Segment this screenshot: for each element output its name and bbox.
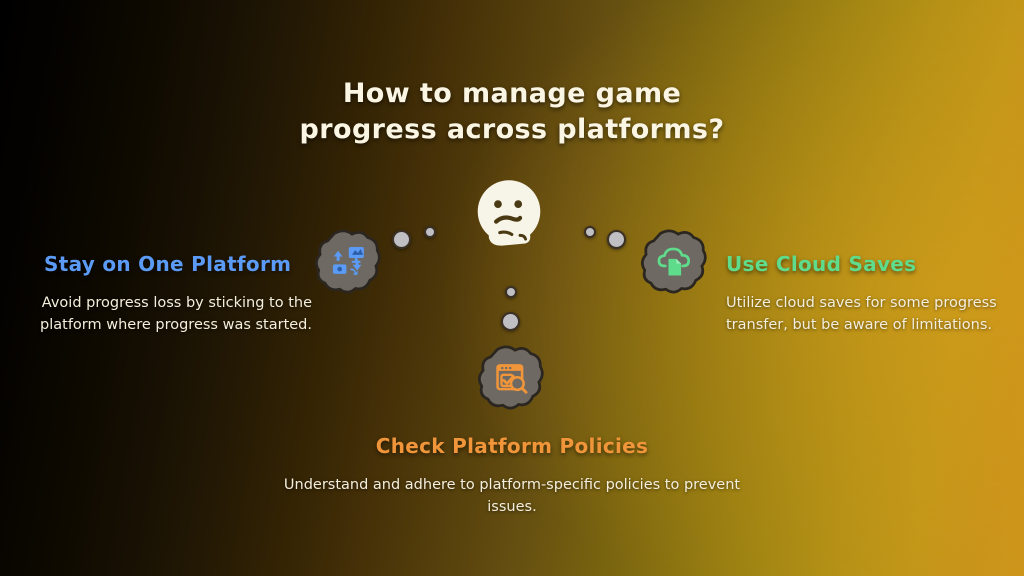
badge-check-platform-policies[interactable] — [477, 344, 545, 412]
branch-heading-check-platform-policies: Check Platform Policies — [375, 434, 649, 458]
branch-body-use-cloud-saves: Utilize cloud saves for some progress tr… — [726, 295, 997, 334]
branch-body-stay-on-one-platform: Avoid progress loss by sticking to the p… — [40, 295, 312, 334]
device-transfer-icon — [332, 246, 364, 276]
branch-body-check-platform-policies: Understand and adhere to platform-specif… — [283, 477, 741, 516]
badge-stay-on-one-platform[interactable] — [314, 228, 382, 296]
thought-dot-bottom-large — [501, 312, 520, 331]
cloud-upload-file-icon — [657, 247, 690, 276]
thought-dot-left-large — [392, 230, 411, 249]
branch-heading-use-cloud-saves: Use Cloud Saves — [726, 252, 917, 276]
thinking-face-emoji — [463, 171, 555, 263]
badge-use-cloud-saves[interactable] — [640, 228, 708, 296]
branch-heading-stay-on-one-platform: Stay on One Platform — [44, 252, 292, 276]
title-line-2: progress across platforms? — [299, 113, 725, 145]
thought-dot-left-small — [424, 226, 436, 238]
page-title: How to manage game progress across platf… — [192, 76, 832, 147]
thought-dot-right-small — [584, 226, 596, 238]
browser-checklist-search-icon — [496, 364, 528, 394]
badge-blob-shape — [315, 229, 381, 294]
thought-dot-right-large — [607, 230, 626, 249]
thought-dot-bottom-small — [505, 286, 517, 298]
title-line-1: How to manage game — [342, 78, 682, 109]
